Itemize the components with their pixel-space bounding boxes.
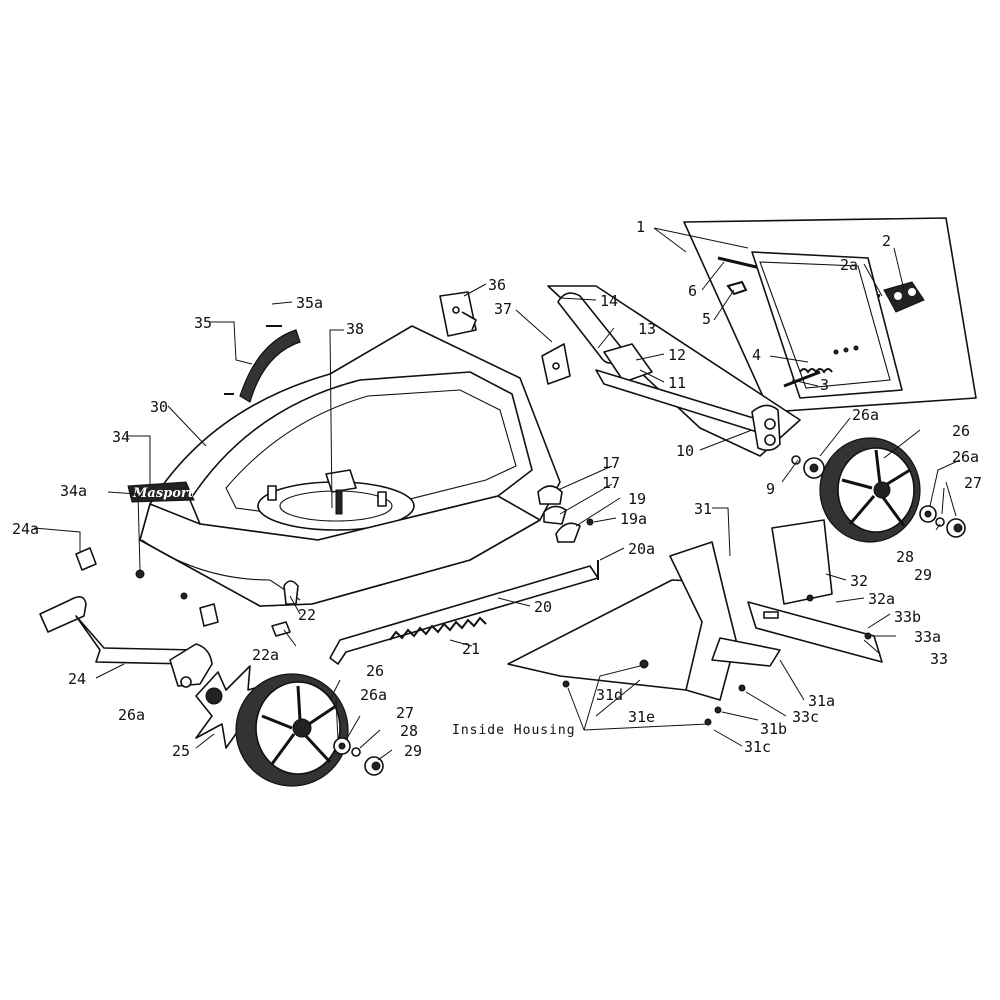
label-31a: 31a [808, 692, 835, 710]
clip-19 [555, 518, 594, 543]
height-adjust-lever [547, 285, 801, 457]
label-5: 5 [702, 310, 711, 328]
label-12: 12 [668, 346, 686, 364]
label-26-right: 26 [952, 422, 970, 440]
label-22: 22 [298, 606, 316, 624]
label-3: 3 [820, 376, 829, 394]
flap-assembly-inset [683, 217, 977, 413]
label-19a: 19a [620, 510, 647, 528]
label-25: 25 [172, 742, 190, 760]
label-28-front: 28 [400, 722, 418, 740]
label-26-front: 26 [366, 662, 384, 680]
brand-decal: Masport [127, 481, 195, 503]
inside-housing-note: Inside Housing [452, 723, 576, 738]
label-21: 21 [462, 640, 480, 658]
label-10: 10 [676, 442, 694, 460]
screw-deck-front [180, 592, 188, 600]
bracket-36 [439, 291, 477, 337]
front-wheel-left [195, 665, 384, 787]
plate-32 [771, 519, 833, 605]
discharge-housing-31 [507, 541, 781, 726]
label-28-right: 28 [896, 548, 914, 566]
rod-20 [329, 560, 599, 665]
label-33b: 33b [894, 608, 921, 626]
label-32a: 32a [868, 590, 895, 608]
rear-axle-24 [39, 596, 213, 688]
clip-17 [537, 485, 567, 525]
label-2: 2 [882, 232, 891, 250]
label-36: 36 [488, 276, 506, 294]
label-29-front: 29 [404, 742, 422, 760]
clip-24a [75, 547, 97, 571]
label-33c: 33c [792, 708, 819, 726]
label-31d: 31d [596, 686, 623, 704]
label-20: 20 [534, 598, 552, 616]
label-24: 24 [68, 670, 86, 688]
label-20a: 20a [628, 540, 655, 558]
label-17a: 17 [602, 454, 620, 472]
label-17b: 17 [602, 474, 620, 492]
spring-21 [389, 616, 487, 641]
label-35: 35 [194, 314, 212, 332]
label-29-right: 29 [914, 566, 932, 584]
label-32: 32 [850, 572, 868, 590]
part-labels: 1 2 2a 3 4 5 6 9 10 11 12 13 14 17 17 19… [12, 218, 982, 760]
label-37: 37 [494, 300, 512, 318]
label-6: 6 [688, 282, 697, 300]
label-26a-r1: 26a [852, 406, 879, 424]
bar-33 [738, 601, 883, 692]
chute-guard-35 [224, 325, 301, 403]
label-34: 34 [112, 428, 130, 446]
label-33a: 33a [914, 628, 941, 646]
label-14: 14 [600, 292, 618, 310]
rear-wheel-right [791, 437, 966, 543]
mower-deck-housing [139, 325, 561, 607]
label-26a-r2: 26a [952, 448, 979, 466]
label-31: 31 [694, 500, 712, 518]
label-11: 11 [668, 374, 686, 392]
brand-text: Masport [132, 486, 194, 501]
bracket-22 [199, 603, 291, 637]
label-26a-l2: 26a [360, 686, 387, 704]
label-31c: 31c [744, 738, 771, 756]
label-27-front: 27 [396, 704, 414, 722]
bracket-37 [541, 343, 571, 385]
leader-lines [33, 227, 961, 761]
label-33: 33 [930, 650, 948, 668]
label-31b: 31b [760, 720, 787, 738]
screw-34a [135, 569, 145, 579]
label-35a: 35a [296, 294, 323, 312]
label-27-right: 27 [964, 474, 982, 492]
label-24a: 24a [12, 520, 39, 538]
label-1: 1 [636, 218, 645, 236]
label-22a: 22a [252, 646, 279, 664]
label-38: 38 [346, 320, 364, 338]
label-2a: 2a [840, 256, 858, 274]
label-13: 13 [638, 320, 656, 338]
label-30: 30 [150, 398, 168, 416]
label-34a: 34a [60, 482, 87, 500]
label-9: 9 [766, 480, 775, 498]
label-26a-l1: 26a [118, 706, 145, 724]
label-31e: 31e [628, 708, 655, 726]
label-19: 19 [628, 490, 646, 508]
label-4: 4 [752, 346, 761, 364]
